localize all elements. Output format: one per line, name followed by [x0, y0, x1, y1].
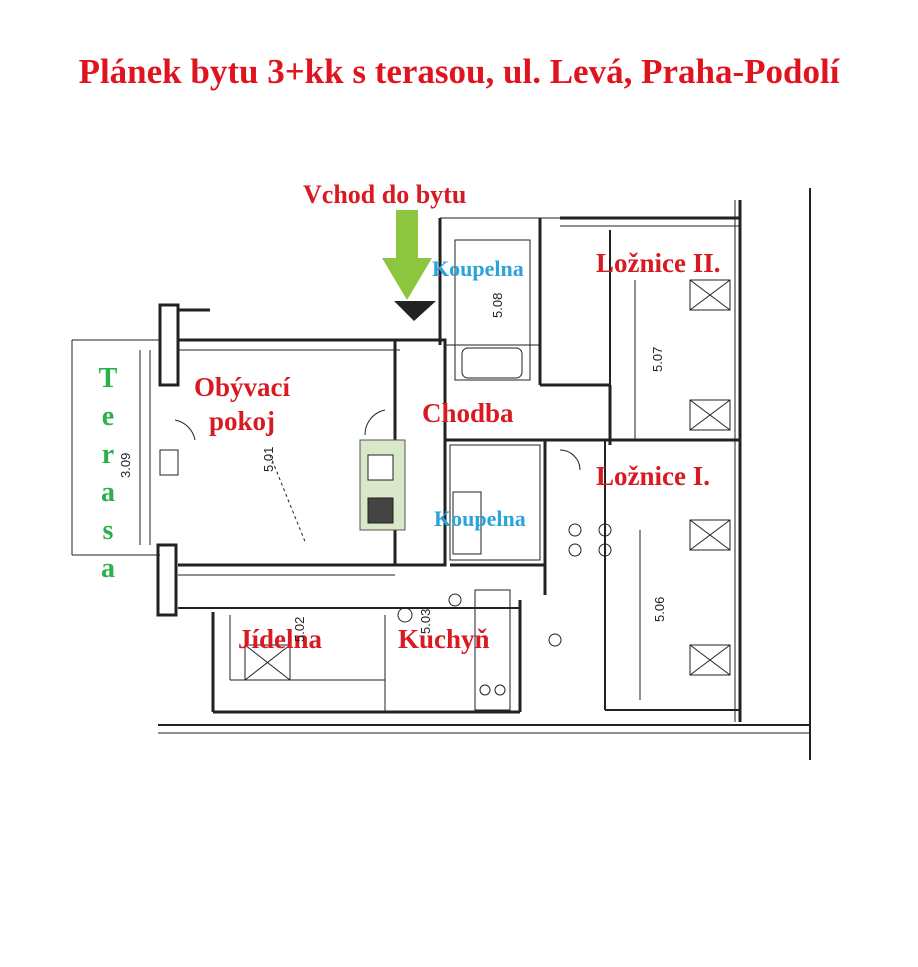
bathroom-mid-label: Koupelna	[434, 506, 526, 531]
bathroom-top-dimension: 5.08	[490, 292, 505, 318]
kitchen-label: Kuchyň	[398, 624, 490, 654]
hallway-label: Chodba	[422, 398, 514, 428]
dining-label: Jídelna	[238, 624, 323, 654]
terrace-letter: a	[101, 477, 115, 508]
bedroom-2-label: Ložnice II.	[596, 248, 721, 278]
living-room-dimension: 5.01	[261, 446, 276, 472]
bedroom-1-dimension: 5.06	[652, 596, 667, 622]
living-room-label-line2: pokoj	[208, 406, 276, 436]
terrace-letter: a	[101, 553, 115, 584]
kitchen-dimension: 5.03	[418, 608, 433, 634]
terrace-dimension: 3.09	[118, 452, 133, 478]
bedroom-2-dimension: 5.07	[650, 346, 665, 372]
dining-dimension: 5.02	[292, 616, 307, 642]
terrace-letter: T	[98, 363, 118, 394]
entry-label: Vchod do bytu	[303, 180, 467, 209]
terrace-letter: s	[102, 515, 114, 546]
living-room-label: Obývací pokoj	[194, 370, 290, 438]
terrace-label: T e r a s a	[96, 360, 120, 588]
bedroom-1-label: Ložnice I.	[596, 461, 710, 491]
page-title: Plánek bytu 3+kk s terasou, ul. Levá, Pr…	[78, 52, 840, 91]
bathroom-top-label: Koupelna	[432, 256, 524, 281]
terrace-letter: r	[101, 439, 115, 470]
living-room-label-line1: Obývací	[194, 372, 291, 402]
terrace-letter: e	[101, 401, 115, 432]
